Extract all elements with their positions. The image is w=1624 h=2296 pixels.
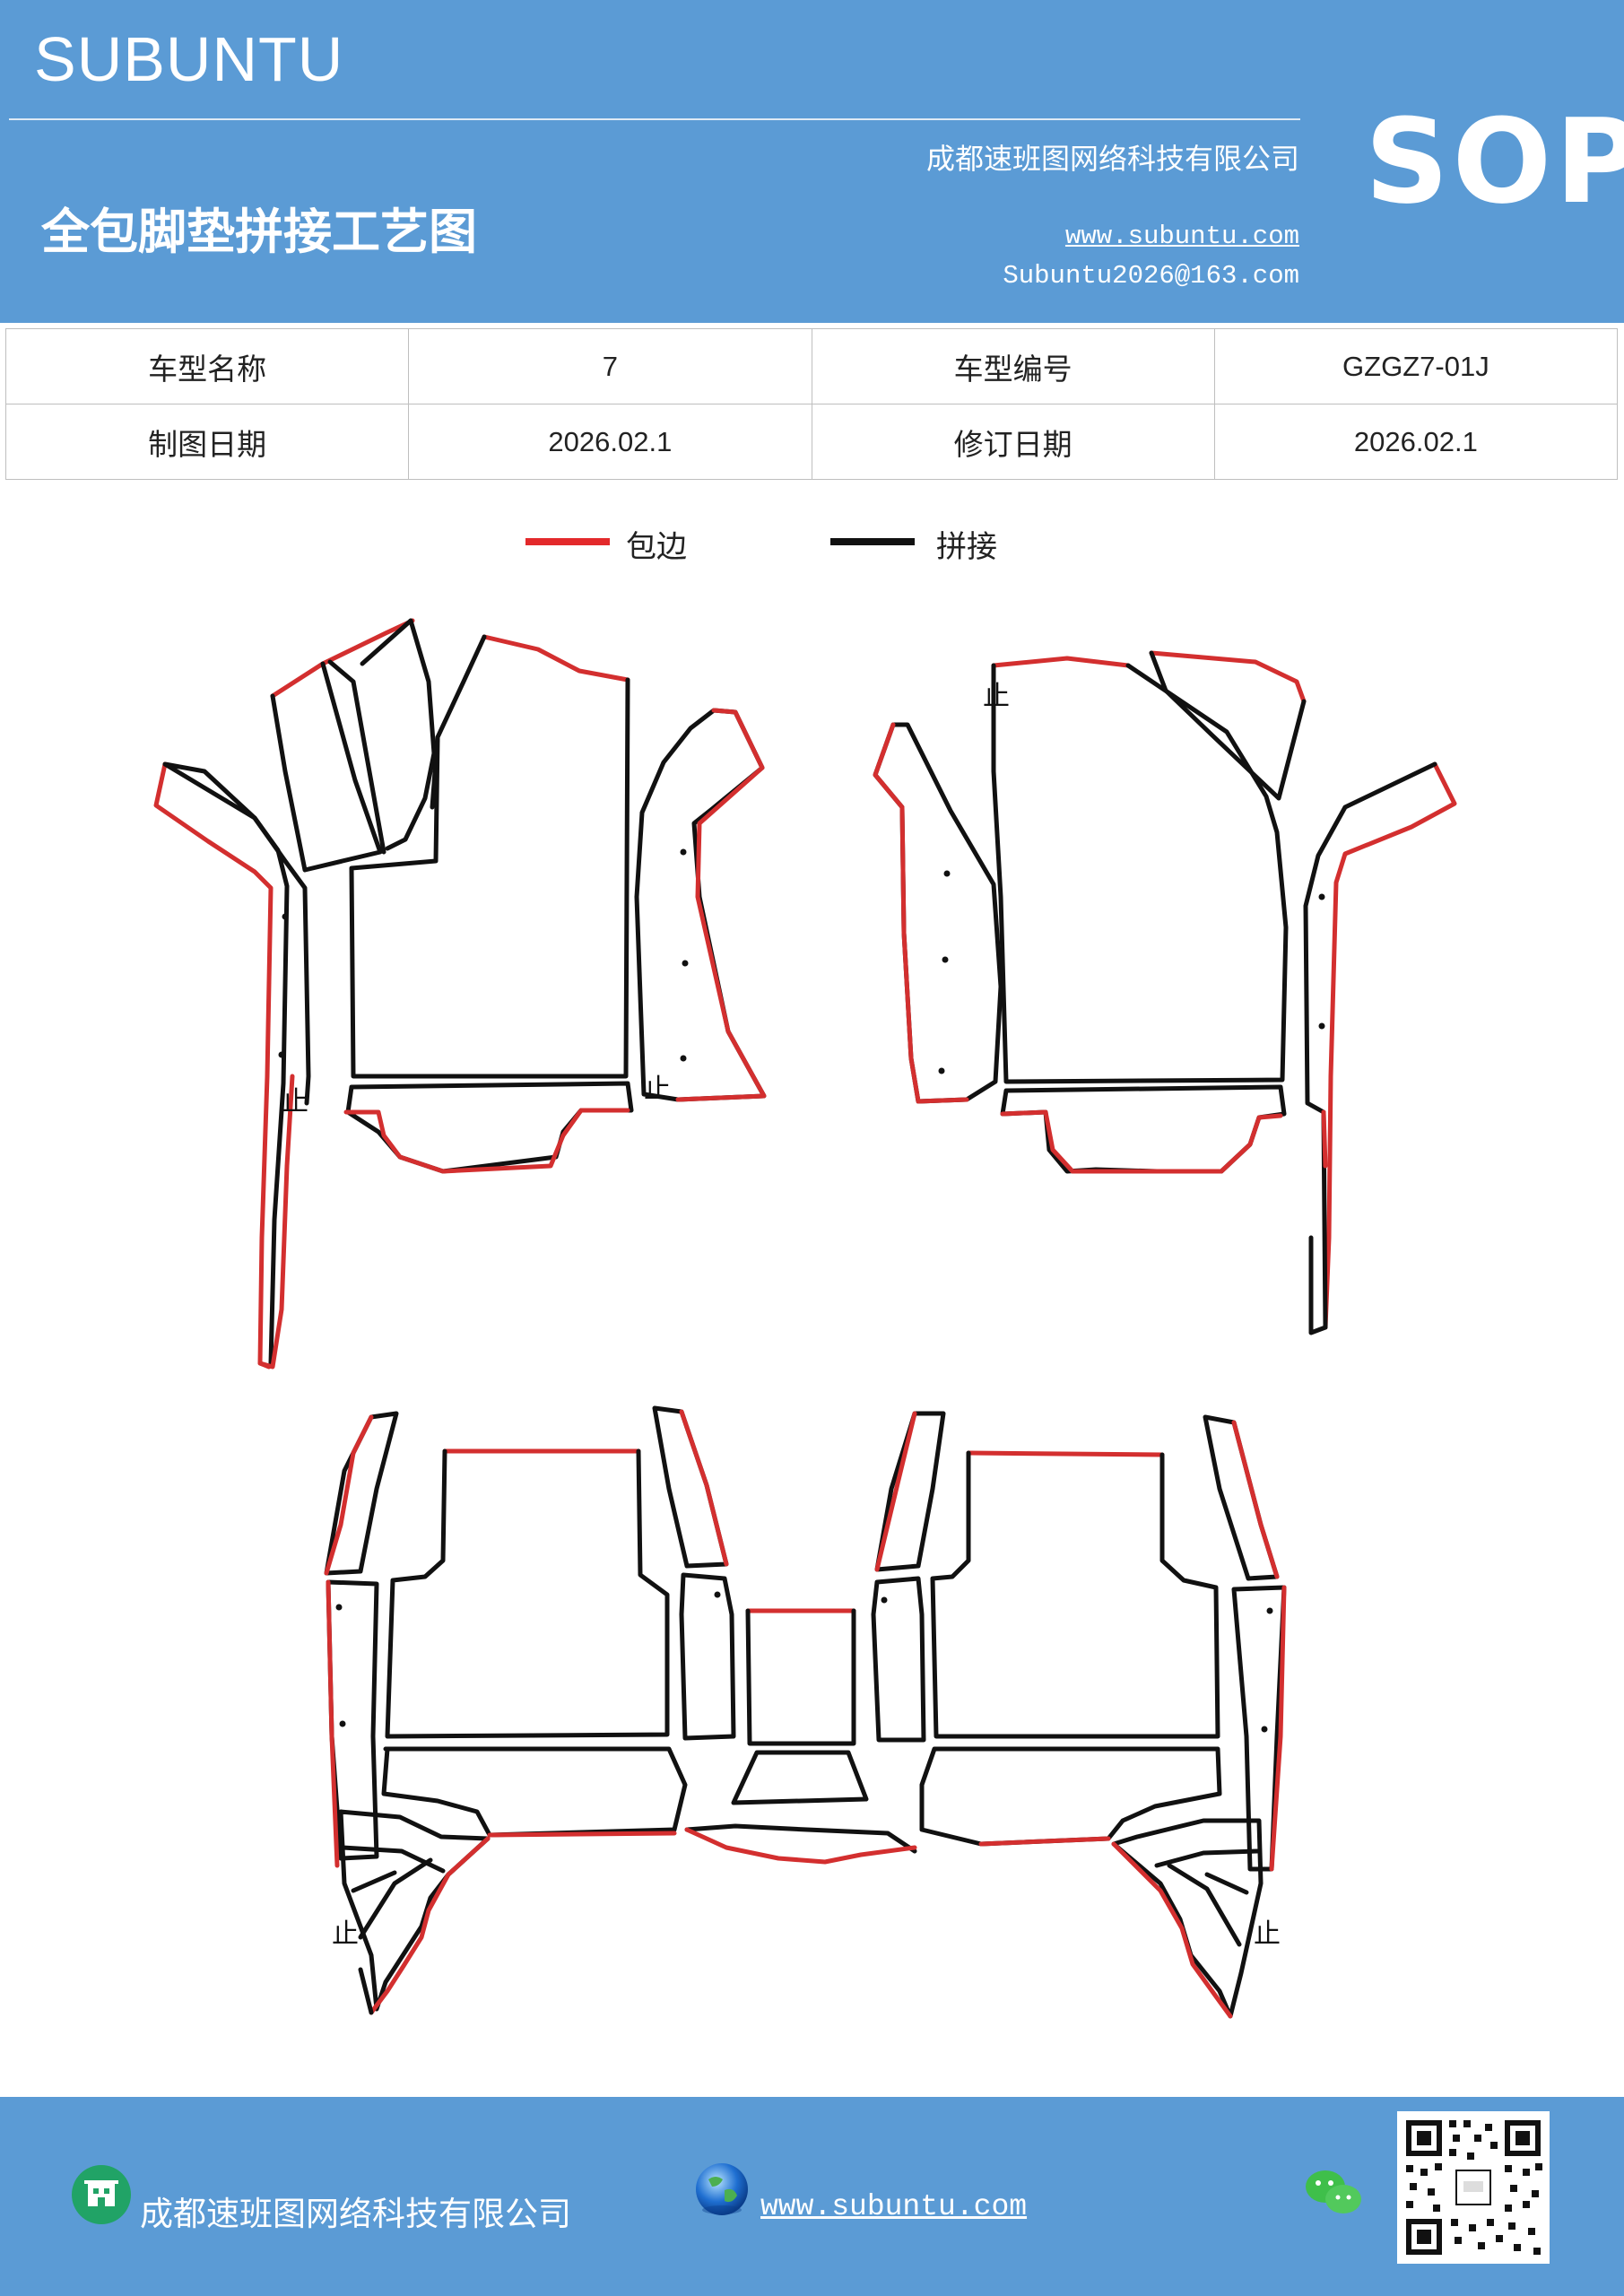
table-row: 车型名称 7 车型编号 GZGZ7-01J (4, 328, 1619, 404)
legend-seam-swatch (830, 538, 915, 545)
qr-code[interactable] (1397, 2111, 1550, 2264)
stop-mark: 止 (644, 1074, 671, 1105)
model-name-label: 车型名称 (4, 328, 410, 404)
footer-company: 成都速班图网络科技有限公司 (140, 2195, 571, 2233)
stop-mark: 止 (983, 681, 1010, 712)
legend-seam-label: 拼接 (936, 529, 997, 565)
model-name-value: 7 (408, 328, 812, 404)
header-email: Subuntu2026@163.com (1003, 261, 1299, 291)
draw-date-label: 制图日期 (4, 404, 410, 480)
stop-mark: 止 (332, 1918, 359, 1950)
revision-date-value: 2026.02.1 (1213, 404, 1619, 480)
header-divider (9, 118, 1300, 120)
stop-mark: 止 (1254, 1918, 1281, 1950)
vehicle-info-table: 车型名称 7 车型编号 GZGZ7-01J 制图日期 2026.02.1 修订日… (4, 328, 1619, 480)
header-company: 成都速班图网络科技有限公司 (925, 142, 1299, 176)
legend-edge-label: 包边 (626, 529, 687, 565)
legend: 包边 拼接 (0, 522, 1624, 576)
wechat-icon[interactable] (1302, 2165, 1365, 2221)
front-left-mat (153, 618, 767, 1370)
footer-banner: 成都速班图网络科技有限公司 www.subuntu.com (0, 2097, 1624, 2296)
model-code-value: GZGZ7-01J (1213, 328, 1619, 404)
sop-badge: SOP (1365, 93, 1624, 230)
table-row: 制图日期 2026.02.1 修订日期 2026.02.1 (4, 404, 1619, 480)
brand-name: SUBUNTU (34, 24, 344, 94)
stop-mark: 止 (282, 1086, 308, 1118)
globe-icon (692, 2160, 751, 2219)
floor-mat-diagram: 止 止 止 止 止 (153, 618, 1457, 2019)
header-banner: SUBUNTU SOP 成都速班图网络科技有限公司 全包脚垫拼接工艺图 www.… (0, 0, 1624, 323)
building-icon (72, 2165, 131, 2224)
header-website-link[interactable]: www.subuntu.com (1064, 222, 1299, 251)
legend-edge-swatch (525, 538, 610, 545)
rear-mat (324, 1405, 1287, 2019)
revision-date-label: 修订日期 (811, 404, 1215, 480)
document-title: 全包脚垫拼接工艺图 (41, 203, 477, 260)
draw-date-value: 2026.02.1 (408, 404, 812, 480)
model-code-label: 车型编号 (811, 328, 1215, 404)
front-right-mat (873, 650, 1457, 1335)
footer-website-link[interactable]: www.subuntu.com (760, 2190, 1028, 2223)
